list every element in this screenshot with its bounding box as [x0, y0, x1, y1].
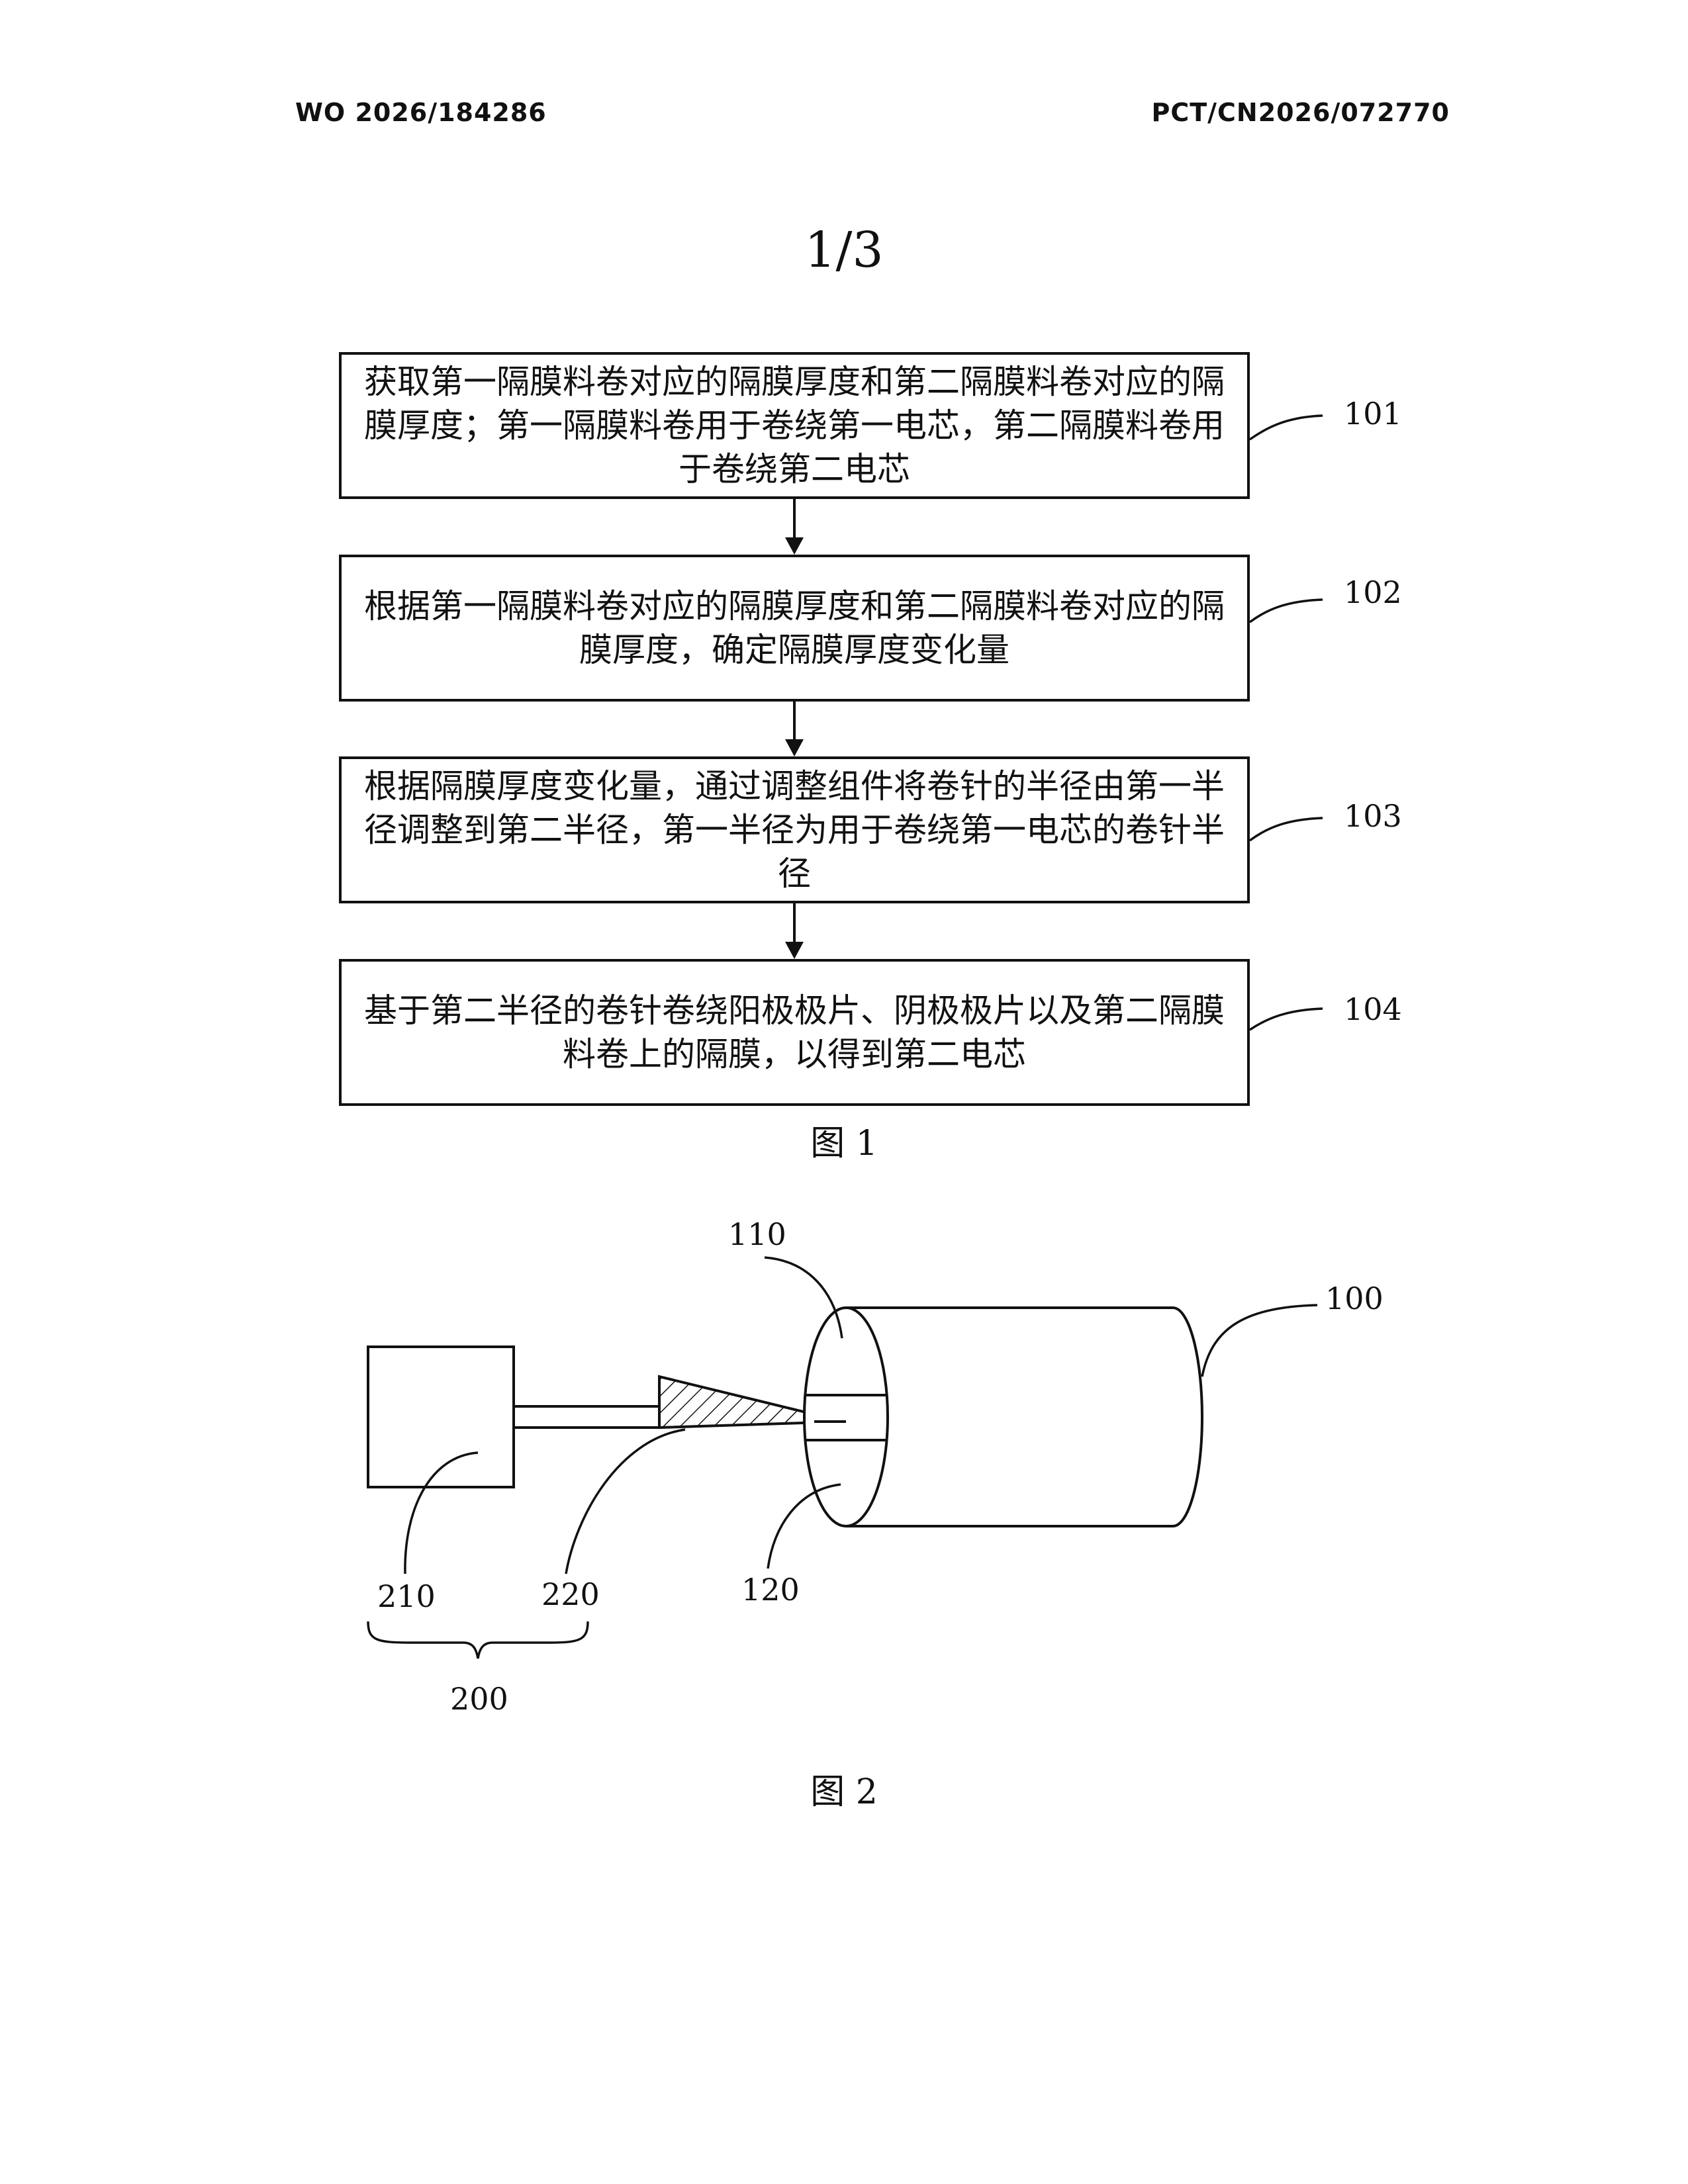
leader-101 [1250, 416, 1323, 439]
leader-220 [566, 1430, 685, 1574]
arrowhead-102-103 [785, 739, 804, 756]
leader-103 [1250, 818, 1323, 841]
flow-arrows [785, 499, 804, 959]
cylinder-back-end [1173, 1308, 1202, 1526]
driver-box-210 [368, 1347, 514, 1487]
leader-102 [1250, 600, 1323, 622]
leader-210 [405, 1453, 478, 1574]
flow-leaders [1250, 416, 1323, 1030]
arrowhead-103-104 [785, 942, 804, 959]
brace-200 [368, 1621, 588, 1659]
arrowhead-101-102 [785, 537, 804, 555]
figure-2-drawing [368, 1308, 1202, 1526]
leader-104 [1250, 1009, 1323, 1030]
cylinder-front-face [804, 1308, 888, 1526]
leader-100 [1202, 1305, 1317, 1377]
